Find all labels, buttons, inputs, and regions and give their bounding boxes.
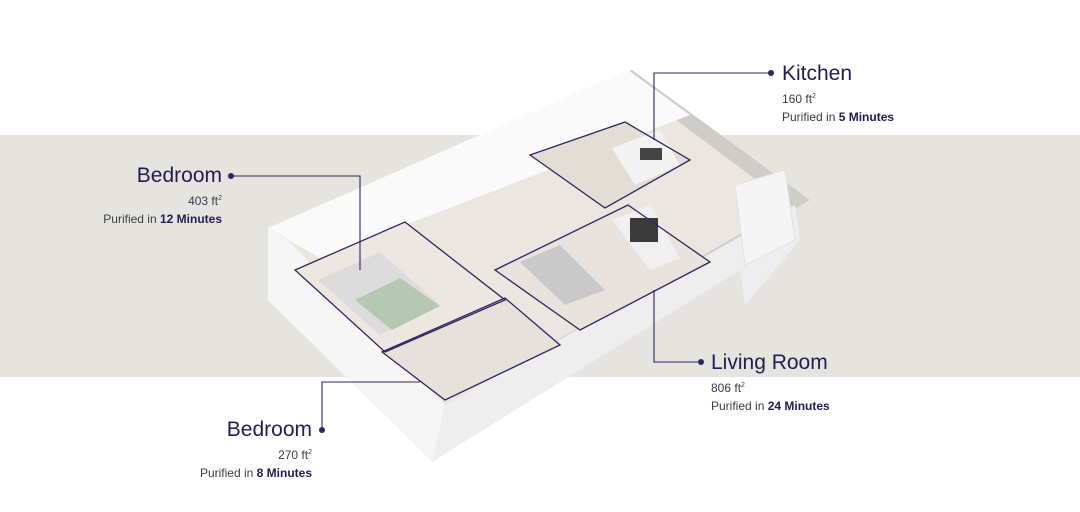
- living-room-label: Living Room 806 ft2 Purified in 24 Minut…: [711, 352, 830, 412]
- room-name: Living Room: [711, 351, 828, 374]
- room-outlines: [293, 121, 712, 401]
- room-area: 403 ft2: [188, 194, 222, 208]
- room-area: 806 ft2: [711, 381, 745, 395]
- storage-shelves: [734, 169, 796, 266]
- purify-time: Purified in 12 Minutes: [103, 212, 222, 226]
- stove: [640, 148, 662, 160]
- purify-time: Purified in 24 Minutes: [711, 399, 830, 413]
- room-name: Bedroom: [226, 418, 312, 441]
- room-name: Bedroom: [136, 164, 222, 187]
- leader-dot-icon: [319, 427, 325, 433]
- purify-time: Purified in 5 Minutes: [782, 110, 895, 124]
- kitchen-outline: [528, 121, 692, 209]
- bedroom-main-leader-line: [232, 175, 361, 270]
- sofa: [520, 245, 605, 305]
- back-wall: [268, 70, 690, 258]
- kitchen-label: Kitchen 160 ft2 Purified in 5 Minutes: [782, 63, 894, 123]
- leader-dot-icon: [228, 173, 234, 179]
- room-name: Kitchen: [782, 62, 853, 85]
- bedroom-small-leader-line: [321, 381, 420, 430]
- bedroom-small-outline: [380, 297, 562, 401]
- room-area: 270 ft2: [278, 448, 312, 462]
- leader-dot-icon: [698, 359, 704, 365]
- purify-time: Purified in 8 Minutes: [199, 466, 312, 480]
- bed-blanket: [355, 278, 440, 330]
- bedroom-main-label: Bedroom 403 ft2 Purified in 12 Minutes: [103, 165, 222, 225]
- living-room-outline: [493, 204, 712, 331]
- room-area: 160 ft2: [782, 92, 816, 106]
- bath-floor: [382, 298, 560, 400]
- bedroom-small-label: Bedroom 270 ft2 Purified in 8 Minutes: [200, 419, 312, 479]
- bedroom-main-outline: [293, 221, 507, 353]
- living-room-leader-line: [653, 290, 700, 363]
- leader-dot-icon: [768, 70, 774, 76]
- front-wall: [432, 205, 800, 462]
- kitchen-leader-line: [653, 72, 770, 140]
